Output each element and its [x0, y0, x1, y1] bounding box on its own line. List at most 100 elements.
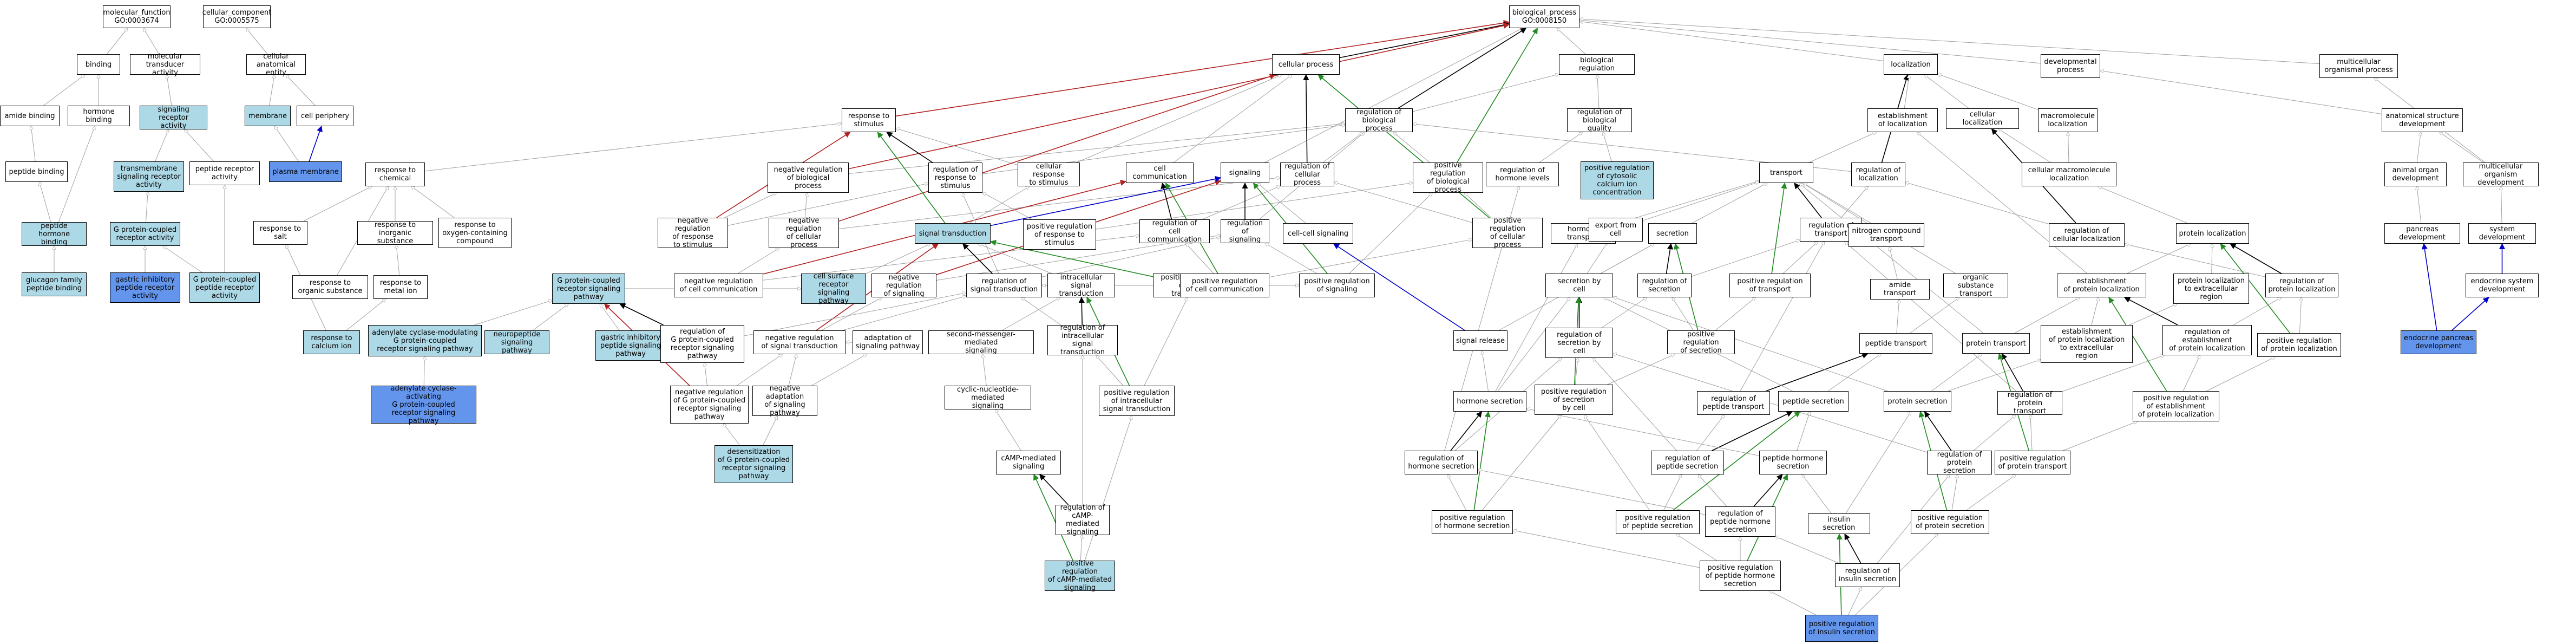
edge-phs-to-pep_sec [1797, 412, 1810, 451]
edge-reg_cp-to-cell_proc [1303, 74, 1309, 163]
edge-reg_hs-to-hormone_sec [1450, 411, 1483, 451]
edge-pos_sig-to-pos_bp [1349, 193, 1432, 274]
edge-reg_prot_loc-to-reg_cell_loc [2125, 244, 2266, 277]
node-membrane: membrane [245, 106, 291, 126]
edge-resp_chem-to-resp_stim [424, 123, 842, 172]
edge-macro_loc-to-localization [1938, 74, 2038, 110]
edge-export-to-transport [1642, 182, 1759, 221]
node-resp-inorg: response to inorganic substance [357, 221, 433, 245]
edge-hormone_sec-to-hormone_trans [1495, 244, 1577, 392]
node-est-prot: establishment of protein localization [2057, 274, 2146, 297]
edge-reg_st-to-st [962, 243, 993, 274]
node-pos-sig: positive regulation of signaling [1299, 274, 1375, 297]
node-pep-trans: peptide transport [1859, 333, 1932, 354]
node-pos-ins: positive regulation of insulin secretion [1805, 615, 1878, 642]
edge-reg_phs-to-reg_hs [1478, 470, 1706, 515]
edge-secretion-to-transport [1692, 183, 1767, 224]
node-binding: binding [77, 54, 120, 75]
edge-endo_panc-to-endo_dev [2452, 297, 2489, 331]
node-pos-ps: positive regulation of peptide secretion [1616, 510, 1700, 534]
edge-cell_resp-to-resp_stim [896, 128, 1018, 166]
node-neg-cp: negative regulation of cellular process [769, 217, 839, 249]
edge-pos_camp-to-camp [1033, 473, 1074, 561]
edge-panc_dev-to-animal_organ [2417, 186, 2422, 224]
node-reg-gpcr: regulation of G protein-coupled receptor… [660, 325, 744, 363]
edge-reg_gpcr-to-reg_st [744, 293, 966, 336]
edge-neg_adapt-to-neg_st [788, 354, 797, 386]
edge-pos_resp-to-reg_resp [982, 192, 1032, 220]
node-ph-bind: peptide hormone binding [22, 222, 87, 246]
edge-pos_sig-to-reg_sig [1265, 243, 1317, 274]
edge-pep_sec-to-pep_trans [1827, 354, 1881, 392]
node-org-trans: organic substance transport [1943, 274, 2008, 298]
edge-pos_trans-to-reg_trans [1782, 242, 1818, 274]
edge-establish-to-localization [1904, 75, 1909, 109]
node-sys-dev: system development [2468, 223, 2536, 244]
node-prot-sec: protein secretion [1884, 391, 1951, 412]
node-gpcr-path: G protein-coupled receptor signaling pat… [552, 274, 625, 304]
edge-reg_trans-to-transport [1794, 183, 1822, 218]
edge-sec_cell-to-secretion [1600, 244, 1654, 274]
node-endo-panc: endocrine pancreas development [2401, 330, 2476, 354]
edge-reg_prot_trans-to-reg_est_prot [2062, 355, 2164, 392]
node-cell-comm: cell communication [1126, 162, 1194, 183]
node-neg-cc: negative regulation of cell communicatio… [674, 274, 763, 297]
edge-reg_resp-to-resp_stim [886, 132, 933, 163]
node-hormone-bind: hormone binding [68, 106, 130, 126]
edge-resp_stim-to-bp [895, 19, 1510, 117]
node-reg-cell-loc: regulation of cellular localization [2049, 223, 2125, 247]
edge-pos_hs-to-hormone_sec [1473, 411, 1491, 511]
node-reg-prot-trans: regulation of protein transport [1997, 391, 2062, 415]
edge-reg_prot_trans-to-prot_trans [2001, 353, 2024, 392]
edge-transport-to-establish [1808, 132, 1876, 163]
edge-prot_sec-to-sec_cell [1613, 297, 1888, 392]
node-reg-phs: regulation of peptide hormone secretion [1705, 506, 1775, 537]
node-reg-sec-cell: regulation of secretion by cell [1545, 328, 1613, 358]
edge-st-to-resp_stim [877, 132, 946, 224]
edge-pos_prot_trans-to-pos_est_prot [2062, 421, 2138, 451]
node-multi: multicellular organismal process [2319, 54, 2398, 78]
node-ac-gpcr: adenylate cyclase-modulating G protein-c… [368, 325, 482, 356]
edge-pos_prot_loc-to-reg_prot_loc [2300, 297, 2302, 334]
edge-animal_organ-to-anat [2416, 132, 2421, 163]
edge-signaling-to-bp [1264, 28, 1522, 163]
node-neg-reg-sig: negative regulation of signaling [871, 274, 936, 298]
edge-gpcr_act-to-tm_srec [145, 192, 148, 223]
node-intra: intracellular signal transduction [1047, 274, 1115, 298]
edge-resp_salt-to-resp_chem [303, 186, 372, 222]
edge-desens-to-neg_adapt [763, 416, 778, 446]
edge-ccs-to-signaling [1257, 183, 1306, 224]
node-amide-bind: amide binding [0, 106, 60, 126]
edge-pos_st-to-st [989, 239, 1153, 277]
node-reg-bq: regulation of biological quality [1567, 108, 1632, 133]
edge-reg_prot_sec-to-prot_sec [1924, 411, 1952, 451]
node-hormone-sec: hormone secretion [1453, 391, 1526, 412]
edge-multi_dev-to-anat [2440, 132, 2484, 163]
edge-resp_ca-to-resp_metal [346, 299, 386, 331]
edge-cell_proc-to-bp [1339, 22, 1510, 58]
edge-pos_ps-to-pep_sec [1673, 411, 1801, 511]
edge-cnm-to-smm [982, 354, 987, 386]
edge-pos_intra-to-pos_st [1144, 297, 1188, 386]
node-cnm: cyclic-nucleotide-mediated signaling [945, 386, 1031, 410]
edge-reg_est_prot-to-est_prot [2123, 297, 2178, 326]
edge-neg_gpcr-to-reg_gpcr [705, 363, 707, 386]
node-gpcr-act: G protein-coupled receptor activity [110, 222, 180, 246]
edge-reg_prot_sec-to-reg_prot_trans [1973, 415, 2016, 451]
edge-reg_cc-to-cell_comm [1161, 182, 1172, 220]
node-reg-prot-sec: regulation of protein secretion [1927, 451, 1992, 475]
edge-pos_est_prot-to-reg_est_prot [2182, 355, 2200, 392]
edge-cell_comm-to-cell_proc [1173, 75, 1292, 163]
edge-reg_prot_sec-to-reg_sec_cell [1613, 354, 1928, 453]
node-ac-act: adenylate cyclase-activating G protein-c… [371, 385, 476, 425]
node-prot-trans: protein transport [1962, 333, 2030, 354]
node-smm: second-messenger-mediated signaling [928, 330, 1034, 355]
node-pos-sec: positive regulation of secretion [1667, 330, 1735, 355]
node-sig-rel: signal release [1453, 330, 1507, 351]
edge-cae-to-cc [246, 28, 268, 55]
node-neuropep: neuropeptide signaling pathway [484, 330, 549, 355]
edge-prot_sec-to-est_extra [1948, 360, 2041, 392]
edge-reg_st-to-reg_sig [1041, 237, 1221, 277]
node-reg-intra: regulation of intracellular signal trans… [1047, 324, 1118, 356]
edge-intra-to-st [978, 244, 1052, 274]
